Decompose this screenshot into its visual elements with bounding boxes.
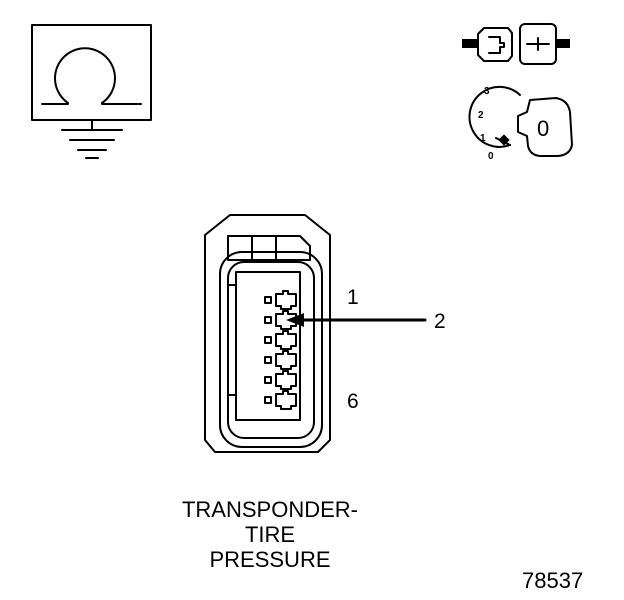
- connector-pins: [264, 290, 297, 410]
- pin-callout-number: 2: [434, 310, 446, 333]
- ignition-key-icon: [468, 85, 573, 157]
- caption-line-2: TIRE: [244, 522, 296, 547]
- tire-pressure-connector: [204, 214, 331, 453]
- connector-caption: TRANSPONDER- TIRE PRESSURE: [140, 497, 400, 572]
- connector-pin: [264, 330, 297, 350]
- connector-pin: [264, 310, 297, 330]
- pin-callout-arrow: [286, 313, 427, 327]
- key-position-0: 0: [488, 151, 494, 162]
- pin-number-first: 1: [347, 286, 359, 309]
- key-position-2: 2: [478, 110, 484, 121]
- caption-line-3: PRESSURE: [209, 547, 331, 572]
- caption-line-1: TRANSPONDER-: [181, 497, 358, 522]
- pin-number-last: 6: [347, 390, 359, 413]
- connector-icon: [462, 23, 570, 65]
- ignition-key-label: 0: [537, 116, 550, 141]
- connector-pin: [264, 390, 297, 410]
- ohm-meter-icon: [31, 24, 152, 159]
- key-position-1: 1: [480, 133, 486, 144]
- connector-pin: [264, 370, 297, 390]
- connector-pin: [264, 350, 297, 370]
- connector-pin: [264, 290, 297, 310]
- figure-number: 78537: [522, 568, 584, 593]
- key-position-3: 3: [484, 86, 490, 97]
